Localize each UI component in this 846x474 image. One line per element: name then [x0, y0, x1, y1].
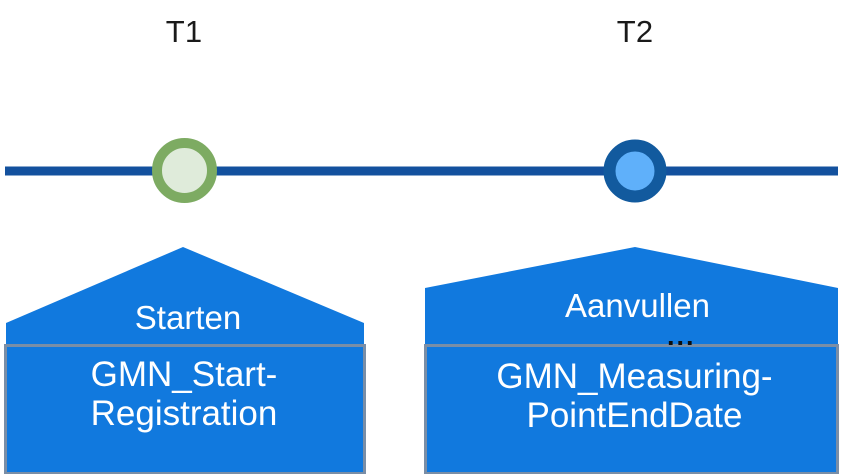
tick-label-t1: T1 — [165, 14, 203, 49]
event-banner-start[interactable] — [6, 247, 364, 344]
event-record-line-1: GMN_Start- — [90, 355, 278, 394]
event-record-line-1: GMN_Measuring- — [496, 357, 773, 396]
event-banner-ellipsis-supplement: ... — [667, 321, 696, 351]
event-group-start: Starten GMN_Start- Registration — [0, 245, 372, 474]
event-banner-label-start: Starten — [134, 299, 242, 336]
event-record-line-2: Registration — [90, 394, 278, 434]
event-banner-supplement[interactable] — [425, 247, 838, 344]
timeline-marker-t1[interactable] — [152, 138, 217, 203]
tick-label-t2: T2 — [616, 14, 654, 49]
event-record-label-start: GMN_Start- Registration — [0, 355, 370, 433]
event-banner-label-supplement: Aanvullen — [565, 287, 710, 324]
event-group-supplement: Aanvullen ... GMN_Measuring- PointEndDat… — [419, 245, 846, 474]
timeline-marker-t2[interactable] — [603, 139, 667, 203]
event-record-line-2: PointEndDate — [526, 396, 743, 436]
event-record-label-supplement: GMN_Measuring- PointEndDate — [421, 357, 846, 435]
